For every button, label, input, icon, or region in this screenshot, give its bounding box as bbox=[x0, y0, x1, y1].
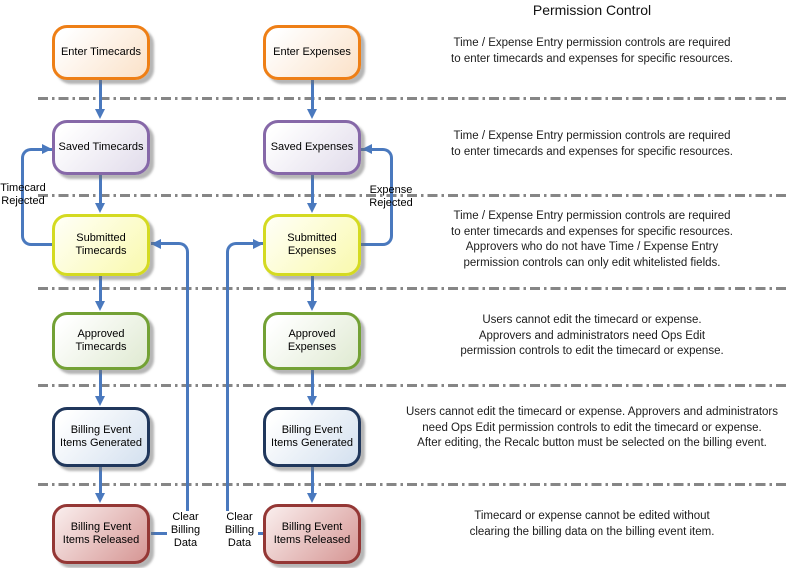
node-saved-expenses: Saved Expenses bbox=[263, 120, 361, 175]
flow-arrow-line bbox=[311, 276, 314, 302]
annotation-generated: Users cannot edit the timecard or expens… bbox=[387, 405, 797, 452]
arrow-down-icon bbox=[307, 396, 317, 406]
annotation-line: Approvers who do not have Time / Expense… bbox=[465, 241, 719, 253]
node-enter-timecards: Enter Timecards bbox=[52, 25, 150, 80]
node-enter-expenses: Enter Expenses bbox=[263, 25, 361, 80]
clear-billing-label-timecards: Clear Billing Data bbox=[167, 511, 204, 550]
arrow-down-icon bbox=[95, 396, 105, 406]
node-billing-generated-expenses: Billing Event Items Generated bbox=[263, 407, 361, 467]
flow-arrow-line bbox=[99, 276, 102, 302]
flow-arrow-line bbox=[99, 467, 102, 494]
timecard-rejected-label: Timecard Rejected bbox=[0, 182, 46, 207]
annotation-line: Time / Expense Entry permission controls… bbox=[453, 37, 731, 49]
arrow-down-icon bbox=[307, 493, 317, 503]
flow-arrow-line bbox=[311, 80, 314, 110]
flow-arrow-line bbox=[311, 175, 314, 204]
section-divider bbox=[38, 97, 790, 100]
node-submitted-timecards: Submitted Timecards bbox=[52, 214, 150, 276]
flow-arrow-line bbox=[99, 370, 102, 397]
node-saved-timecards: Saved Timecards bbox=[52, 120, 150, 175]
clear-billing-loop-timecards bbox=[151, 242, 189, 535]
annotation-line: permission controls can only edit whitel… bbox=[463, 256, 721, 269]
arrow-left-icon bbox=[151, 239, 161, 249]
annotation-line: Users cannot edit the timecard or expens… bbox=[482, 314, 702, 326]
arrow-down-icon bbox=[95, 301, 105, 311]
arrow-right-icon bbox=[253, 239, 263, 249]
annotation-line: Time / Expense Entry permission controls… bbox=[453, 210, 731, 222]
page-title: Permission Control bbox=[532, 2, 652, 18]
arrow-right-icon bbox=[42, 144, 52, 154]
timecard-rejected-loop bbox=[21, 148, 53, 246]
annotation-line: permission controls to edit the timecard… bbox=[460, 345, 724, 357]
annotation-line: Users cannot edit the timecard or expens… bbox=[405, 406, 779, 418]
flow-arrow-line bbox=[311, 467, 314, 494]
annotation-line: to enter timecards and expenses for spec… bbox=[451, 145, 733, 158]
annotation-line: After editing, the Recalc button must be… bbox=[417, 437, 767, 449]
node-billing-released-timecards: Billing Event Items Released bbox=[52, 504, 150, 564]
expense-rejected-label: Expense Rejected bbox=[369, 184, 413, 209]
annotation-released: Timecard or expense cannot be edited wit… bbox=[387, 509, 797, 540]
annotation-submitted: Time / Expense Entry permission controls… bbox=[387, 209, 797, 271]
section-divider bbox=[38, 194, 790, 197]
annotation-line: to enter timecards and expenses for spec… bbox=[451, 52, 733, 65]
flow-arrow-line bbox=[99, 80, 102, 110]
annotation-approved: Users cannot edit the timecard or expens… bbox=[387, 313, 797, 360]
section-divider bbox=[38, 483, 790, 486]
annotation-saved: Time / Expense Entry permission controls… bbox=[387, 129, 797, 160]
annotation-line: Approvers and administrators need Ops Ed… bbox=[478, 329, 706, 342]
node-billing-generated-timecards: Billing Event Items Generated bbox=[52, 407, 150, 467]
arrow-down-icon bbox=[307, 203, 317, 213]
annotation-enter: Time / Expense Entry permission controls… bbox=[387, 36, 797, 67]
annotation-line: Timecard or expense cannot be edited wit… bbox=[474, 510, 710, 522]
arrow-down-icon bbox=[307, 301, 317, 311]
node-billing-released-expenses: Billing Event Items Released bbox=[263, 504, 361, 564]
flow-arrow-line bbox=[311, 370, 314, 397]
annotation-line: clearing the billing data on the billing… bbox=[469, 525, 715, 538]
clear-billing-label-expenses: Clear Billing Data bbox=[221, 511, 258, 550]
arrow-down-icon bbox=[95, 493, 105, 503]
section-divider bbox=[38, 287, 790, 290]
section-divider bbox=[38, 384, 790, 387]
annotation-line: Time / Expense Entry permission controls… bbox=[453, 130, 731, 142]
annotation-line: need Ops Edit permission controls to edi… bbox=[422, 421, 762, 434]
arrow-down-icon bbox=[307, 109, 317, 119]
expense-rejected-loop bbox=[361, 148, 393, 246]
clear-billing-loop-expenses bbox=[226, 242, 264, 535]
arrow-left-icon bbox=[362, 144, 372, 154]
node-approved-timecards: Approved Timecards bbox=[52, 312, 150, 370]
annotation-line: to enter timecards and expenses for spec… bbox=[451, 225, 733, 238]
node-approved-expenses: Approved Expenses bbox=[263, 312, 361, 370]
arrow-down-icon bbox=[95, 109, 105, 119]
flow-arrow-line bbox=[99, 175, 102, 204]
node-submitted-expenses: Submitted Expenses bbox=[263, 214, 361, 276]
arrow-down-icon bbox=[95, 203, 105, 213]
